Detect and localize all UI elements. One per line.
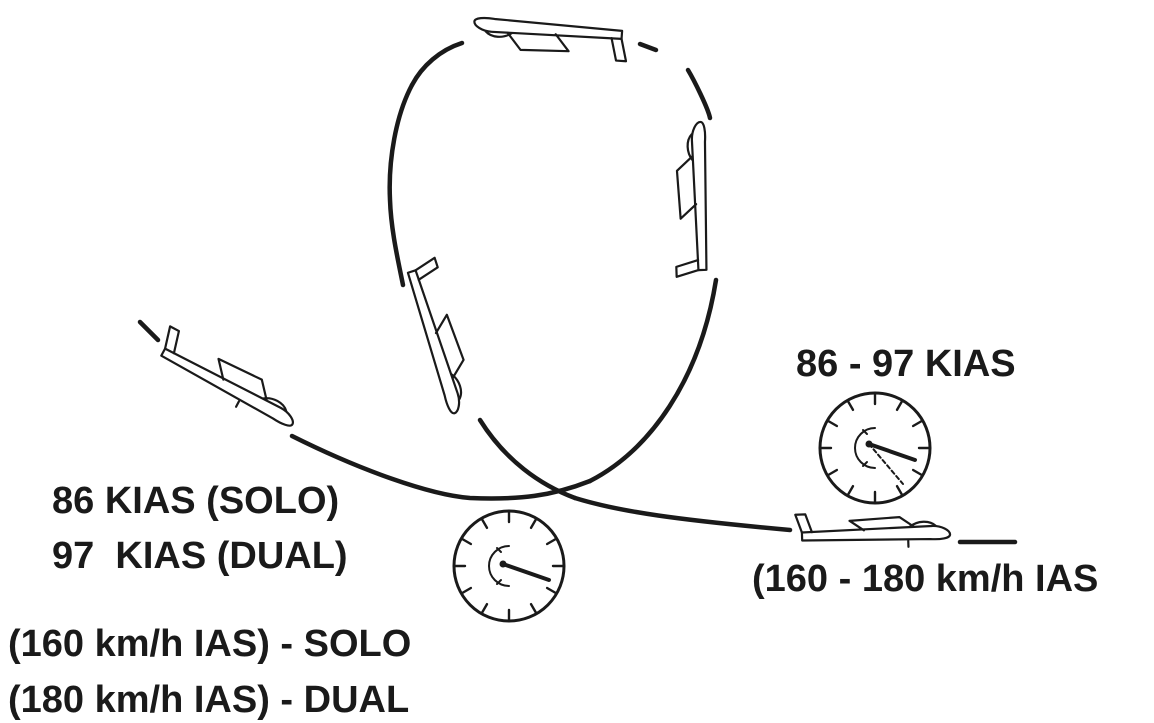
- exit-kmh-label: (160 - 180 km/h IAS: [752, 558, 1099, 600]
- loop-right-upper-path: [685, 67, 713, 121]
- exit-airspeed-indicator: [818, 391, 932, 505]
- exit-glider: [794, 513, 952, 548]
- exit-kias-label: 86 - 97 KIAS: [796, 343, 1016, 385]
- loop-top-left-path: [409, 40, 465, 88]
- inverted-glider: [473, 16, 628, 63]
- entry-path: [137, 319, 161, 343]
- entry-dual-kias-label: 97 KIAS (DUAL): [52, 535, 348, 577]
- climbing-glider: [406, 256, 465, 415]
- loop-top-right-path: [637, 41, 659, 53]
- flight-path: [137, 40, 1018, 545]
- entry-airspeed-indicator: [452, 509, 566, 623]
- entry-solo-kmh-label: (160 km/h IAS) - SOLO: [8, 623, 412, 665]
- entry-glider: [160, 325, 294, 427]
- loop-lower-left-path: [477, 417, 578, 501]
- loop-left-path: [387, 82, 415, 288]
- entry-descent-path: [289, 433, 593, 501]
- loop-right-path: [587, 277, 719, 484]
- entry-solo-kias-label: 86 KIAS (SOLO): [52, 480, 340, 522]
- exit-path: [572, 495, 793, 533]
- entry-dual-kmh-label: (180 km/h IAS) - DUAL: [8, 679, 410, 721]
- descending-glider: [675, 120, 708, 278]
